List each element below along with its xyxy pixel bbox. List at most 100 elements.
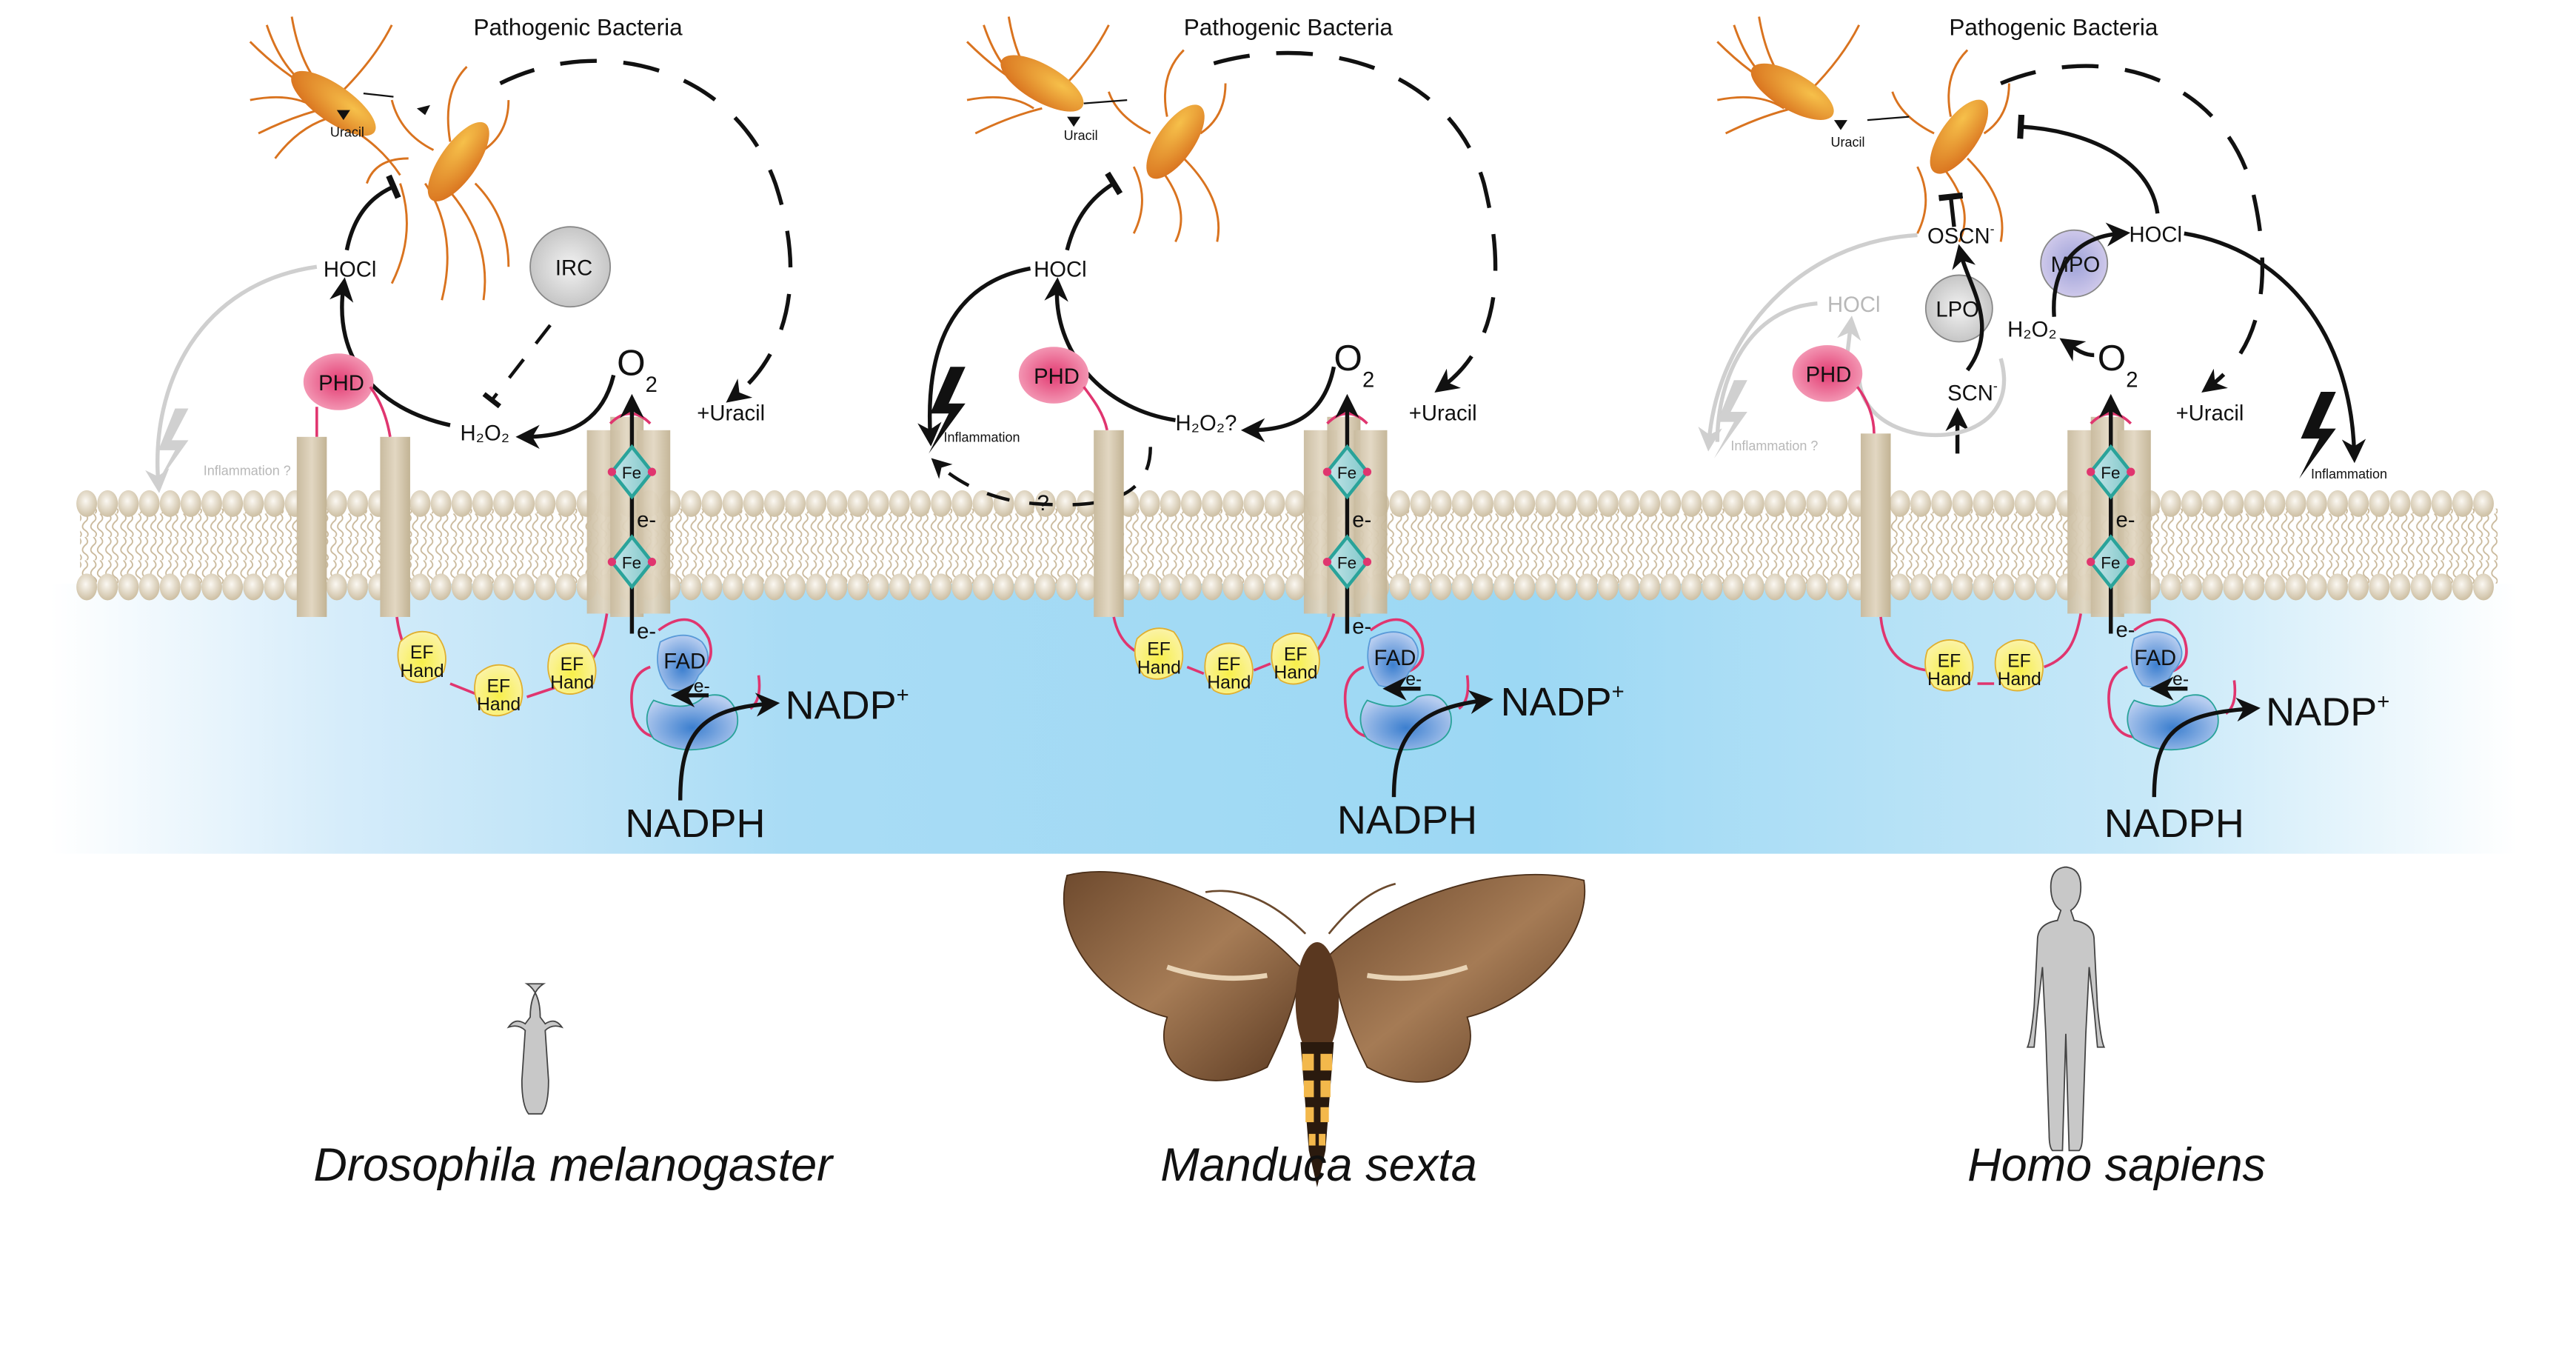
species-drosophila: Drosophila melanogaster: [313, 1139, 834, 1191]
lipid-head: [1660, 490, 1682, 517]
fad-label: FAD: [1374, 647, 1416, 670]
bacterium-icon: [249, 16, 401, 176]
plus-uracil-label: +Uracil: [697, 401, 765, 425]
lipid-head: [1993, 573, 2015, 601]
inflammation-label: Inflammation ?: [204, 464, 291, 478]
lipid-head: [118, 490, 139, 517]
lipid-head: [1827, 573, 1848, 601]
lipid-head: [1660, 573, 1682, 601]
lipid-head: [763, 490, 785, 517]
lipid-head: [2244, 573, 2265, 601]
lipid-head: [2264, 490, 2286, 517]
lipid-head: [493, 573, 514, 601]
lipid-head: [1493, 573, 1515, 601]
h2o2-label: H₂O₂: [460, 421, 509, 445]
nadph-label: NADPH: [2104, 801, 2244, 846]
lipid-head: [2160, 573, 2181, 601]
lipid-head: [2035, 573, 2056, 601]
ef-label: EF: [1284, 644, 1308, 664]
lipid-head: [1889, 573, 1910, 601]
electron-label: e-: [1405, 670, 1422, 690]
lipid-head: [2223, 490, 2244, 517]
question-label: ?: [1037, 492, 1049, 516]
hand-label: Hand: [1207, 673, 1251, 693]
lipid-head: [1827, 490, 1848, 517]
lipid-head: [910, 490, 931, 517]
bacterium-icon: [966, 16, 1110, 135]
lipid-head: [1702, 573, 1723, 601]
lipid-head: [931, 573, 952, 601]
uracil-label: Uracil: [1064, 128, 1098, 143]
grey-inflammation-pathway: Inflammation ?: [145, 264, 318, 493]
ef-label: EF: [2007, 651, 2031, 671]
lipid-head: [1431, 573, 1452, 601]
lipid-head: [931, 490, 952, 517]
uracil-label: Uracil: [1830, 135, 1864, 150]
lipid-head: [1576, 573, 1598, 601]
lipid-head: [1619, 573, 1639, 601]
ef-label: EF: [1938, 651, 1961, 671]
nadp-label: NADP+: [786, 683, 909, 727]
hand-label: Hand: [1274, 663, 1317, 683]
lipid-head: [1222, 490, 1244, 517]
header-pathogenic-bacteria: Pathogenic Bacteria: [1949, 13, 2158, 40]
human-silhouette-icon: [2026, 866, 2106, 1152]
lipid-head: [118, 573, 139, 601]
lipid-head: [347, 573, 368, 601]
ef-label: EF: [487, 676, 511, 696]
lipid-head: [159, 490, 181, 517]
panel-manduca: Pathogenic Bacteria Uracil HOCl Inflamma…: [917, 13, 1625, 1191]
lipid-head: [1993, 490, 2015, 517]
lipid-head: [1514, 573, 1536, 601]
lipid-head: [1180, 573, 1202, 601]
lipid-head: [2306, 573, 2327, 601]
inhibit-oscn-bacteria: [1938, 192, 1964, 227]
lipid-head: [2452, 490, 2473, 517]
lipid-head: [1431, 490, 1452, 517]
phd-label: PHD: [1806, 364, 1852, 387]
lipid-head: [2181, 490, 2202, 517]
lipid-head: [2389, 573, 2411, 601]
arrow-o2-to-h2o2: [1240, 366, 1336, 443]
lipid-head: [138, 490, 160, 517]
phd-label: PHD: [1034, 365, 1080, 389]
lipid-head: [1681, 573, 1702, 601]
lipid-head: [2348, 490, 2369, 517]
lipid-head: [2202, 573, 2224, 601]
arrow-hocl-to-inflammation: [2184, 231, 2366, 464]
lipid-head: [1264, 490, 1285, 517]
bacterium-icon: [366, 66, 510, 301]
lipid-head: [1472, 573, 1493, 601]
lipid-head: [1806, 573, 1827, 601]
bacterium-icon: [1716, 16, 1861, 135]
lipid-head: [1785, 490, 1807, 517]
phd-protein: PHD: [1018, 347, 1108, 431]
lipid-head: [1535, 573, 1556, 601]
lipid-head: [1014, 573, 1035, 601]
lipid-head: [1556, 573, 1577, 601]
transmembrane-helix: [1094, 430, 1124, 617]
lipid-head: [1056, 573, 1077, 601]
arrow-o2-to-h2o2: [515, 374, 616, 450]
lipid-head: [1389, 573, 1411, 601]
lipid-head: [826, 573, 848, 601]
fad-label: FAD: [2134, 647, 2176, 670]
ef-label: EF: [1217, 655, 1241, 675]
nadph-label: NADPH: [1337, 798, 1477, 843]
lipid-head: [1743, 490, 1764, 517]
fe-label: Fe: [2101, 464, 2120, 482]
ef-hand-domain: EF Hand: [1994, 639, 2044, 692]
grey-pathways: HOCl Inflammation ?: [1698, 233, 2007, 459]
inflammation-label: Inflammation: [944, 430, 1020, 445]
lipid-head: [535, 490, 556, 517]
fe-diamond: Fe: [1322, 444, 1372, 500]
lightning-icon: [155, 408, 189, 487]
hand-label: Hand: [1998, 670, 2041, 690]
lipid-head: [1973, 573, 1994, 601]
ef-hand-domain: EF Hand: [397, 630, 446, 684]
lipid-head: [2014, 573, 2035, 601]
nadp-label: NADP+: [1501, 680, 1625, 724]
lipid-head: [1389, 490, 1411, 517]
plus-uracil-label: +Uracil: [2176, 401, 2244, 425]
